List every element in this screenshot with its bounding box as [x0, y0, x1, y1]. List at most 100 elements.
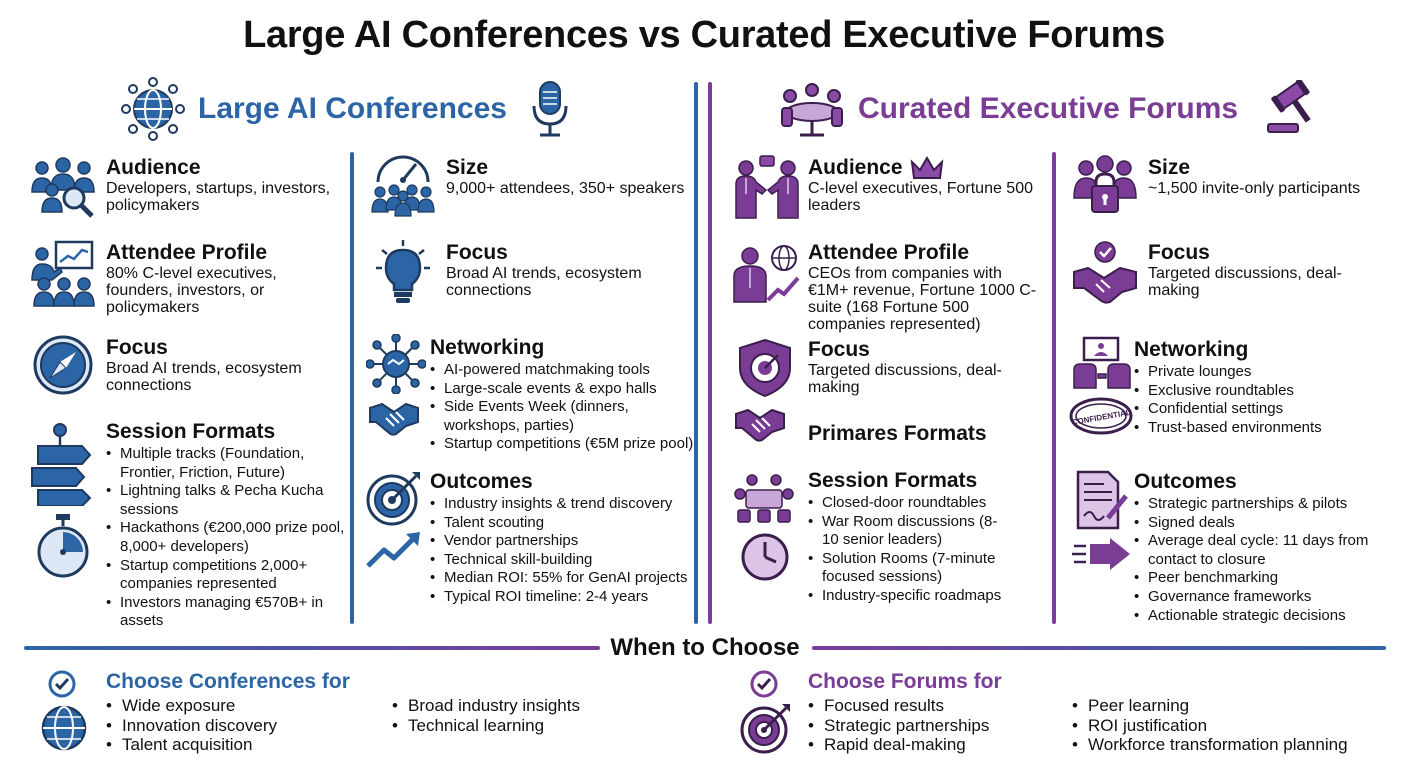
right-inner-divider: [1052, 152, 1056, 624]
outcomes-heading: Outcomes: [1134, 470, 1237, 493]
audience-heading: Audience: [808, 156, 903, 179]
network-handshake-icon: [366, 334, 426, 394]
list-item: AI-powered matchmaking tools: [430, 361, 692, 380]
audience-text: C-level executives, Fortune 500 leaders: [808, 180, 1033, 214]
focus-heading: Focus: [1148, 241, 1210, 264]
crown-icon: [910, 156, 944, 180]
focus-heading: Focus: [446, 241, 508, 264]
center-divider-blue: [694, 82, 698, 624]
left-inner-divider: [350, 152, 354, 624]
lightbulb-icon: [376, 240, 430, 306]
attendee-profile-heading: Attendee Profile: [106, 241, 268, 264]
microphone-icon: [530, 80, 570, 138]
presentation-people-icon: [30, 240, 96, 308]
size-text: ~1,500 invite-only participants: [1148, 180, 1361, 197]
list-item: Strategic partnerships: [808, 716, 989, 736]
people-lock-icon: [1072, 154, 1138, 216]
size-heading: Size: [1148, 156, 1191, 179]
signed-document-icon: [1074, 470, 1130, 530]
list-item: Workforce transformation planning: [1072, 735, 1348, 755]
list-item: Actionable strategic decisions: [1134, 607, 1396, 626]
trend-arrow-icon: [366, 530, 422, 570]
meeting-table-icon: [734, 472, 794, 524]
audience-text: Developers, startups, investors, policym…: [106, 180, 331, 214]
list-item: Wide exposure: [106, 696, 277, 716]
list-item: Startup competitions 2,000+ companies re…: [106, 557, 346, 594]
list-item: Median ROI: 55% for GenAI projects: [430, 569, 692, 588]
shield-target-icon: [738, 338, 792, 398]
handshake-icon: [368, 398, 420, 438]
focus-text: Broad AI trends, ecosystem connections: [446, 265, 642, 299]
list-item: Technical learning: [392, 716, 580, 736]
list-item: Private lounges: [1134, 363, 1394, 382]
list-item: Talent scouting: [430, 514, 692, 533]
check-circle-icon: [48, 670, 76, 698]
choose-conferences-heading: Choose Conferences for: [106, 670, 350, 693]
attendee-profile-text: 80% C-level executives, founders, invest…: [106, 265, 277, 316]
session-formats-heading: Session Formats: [808, 469, 978, 492]
lounge-icon: [1072, 336, 1132, 390]
focus-text: Targeted discussions, deal-making: [1148, 265, 1342, 299]
list-item: Vendor partnerships: [430, 532, 692, 551]
handshake-icon: [734, 404, 786, 444]
clock-icon: [740, 532, 790, 582]
list-item: Trust-based environments: [1134, 419, 1394, 438]
boardroom-table-icon: [776, 82, 848, 138]
gavel-icon: [1264, 80, 1324, 136]
list-item: Large-scale events & expo halls: [430, 380, 692, 399]
globe-icon: [40, 704, 88, 752]
list-item: Broad industry insights: [392, 696, 580, 716]
list-item: Peer learning: [1072, 696, 1348, 716]
confidential-stamp-icon: CONFIDENTIAL: [1068, 396, 1134, 436]
list-item: Signed deals: [1134, 514, 1396, 533]
list-item: Talent acquisition: [106, 735, 277, 755]
focus-heading: Focus: [106, 336, 168, 359]
page-title: Large AI Conferences vs Curated Executiv…: [243, 14, 1165, 56]
focus-text: Targeted discussions, deal-making: [808, 362, 1002, 396]
audience-heading: Audience: [106, 156, 201, 179]
bottom-divider-right: [812, 646, 1386, 650]
primares-formats-heading: Primares Formats: [808, 422, 987, 445]
gauge-crowd-icon: [370, 150, 436, 218]
focus-text: Broad AI trends, ecosystem connections: [106, 360, 302, 394]
list-item: Lightning talks & Pecha Kucha sessions: [106, 482, 346, 519]
list-item: Typical ROI timeline: 2-4 years: [430, 588, 692, 607]
right-column-title: Curated Executive Forums: [858, 92, 1239, 125]
focus-heading: Focus: [808, 338, 870, 361]
stopwatch-icon: [34, 514, 92, 578]
session-formats-heading: Session Formats: [106, 420, 276, 443]
list-item: Side Events Week (dinners, workshops, pa…: [430, 398, 634, 435]
executive-globe-icon: [732, 244, 802, 304]
networking-heading: Networking: [430, 336, 545, 359]
list-item: Focused results: [808, 696, 989, 716]
list-item: Exclusive roundtables: [1134, 382, 1394, 401]
size-text: 9,000+ attendees, 350+ speakers: [446, 180, 685, 197]
list-item: Investors managing €570B+ in assets: [106, 594, 346, 631]
globe-network-icon: [120, 76, 186, 142]
list-item: ROI justification: [1072, 716, 1348, 736]
size-heading: Size: [446, 156, 489, 179]
list-item: Solution Rooms (7-minute focused session…: [808, 550, 1032, 587]
check-handshake-icon: [1072, 240, 1138, 304]
list-item: Peer benchmarking: [1134, 569, 1396, 588]
networking-heading: Networking: [1134, 338, 1249, 361]
outcomes-heading: Outcomes: [430, 470, 533, 493]
list-item: Strategic partnerships & pilots: [1134, 495, 1396, 514]
people-search-icon: [30, 156, 96, 218]
attendee-profile-heading: Attendee Profile: [808, 241, 970, 264]
list-item: Technical skill-building: [430, 551, 692, 570]
list-item: Closed-door roundtables: [808, 494, 1046, 513]
target-icon: [740, 702, 792, 754]
compass-icon: [32, 334, 94, 396]
list-item: Hackathons (€200,000 prize pool, 8,000+ …: [106, 519, 346, 556]
list-item: Rapid deal-making: [808, 735, 989, 755]
list-item: Industry-specific roadmaps: [808, 587, 1046, 606]
target-icon: [366, 470, 422, 526]
when-to-choose-title: When to Choose: [600, 634, 810, 661]
bottom-divider-left: [24, 646, 600, 650]
list-item: War Room discussions (8-10 senior leader…: [808, 513, 1002, 550]
list-item: Multiple tracks (Foundation, Frontier, F…: [106, 445, 346, 482]
check-circle-icon: [750, 670, 778, 698]
attendee-profile-text: CEOs from companies with €1M+ revenue, F…: [808, 265, 1037, 333]
list-item: Governance frameworks: [1134, 588, 1396, 607]
